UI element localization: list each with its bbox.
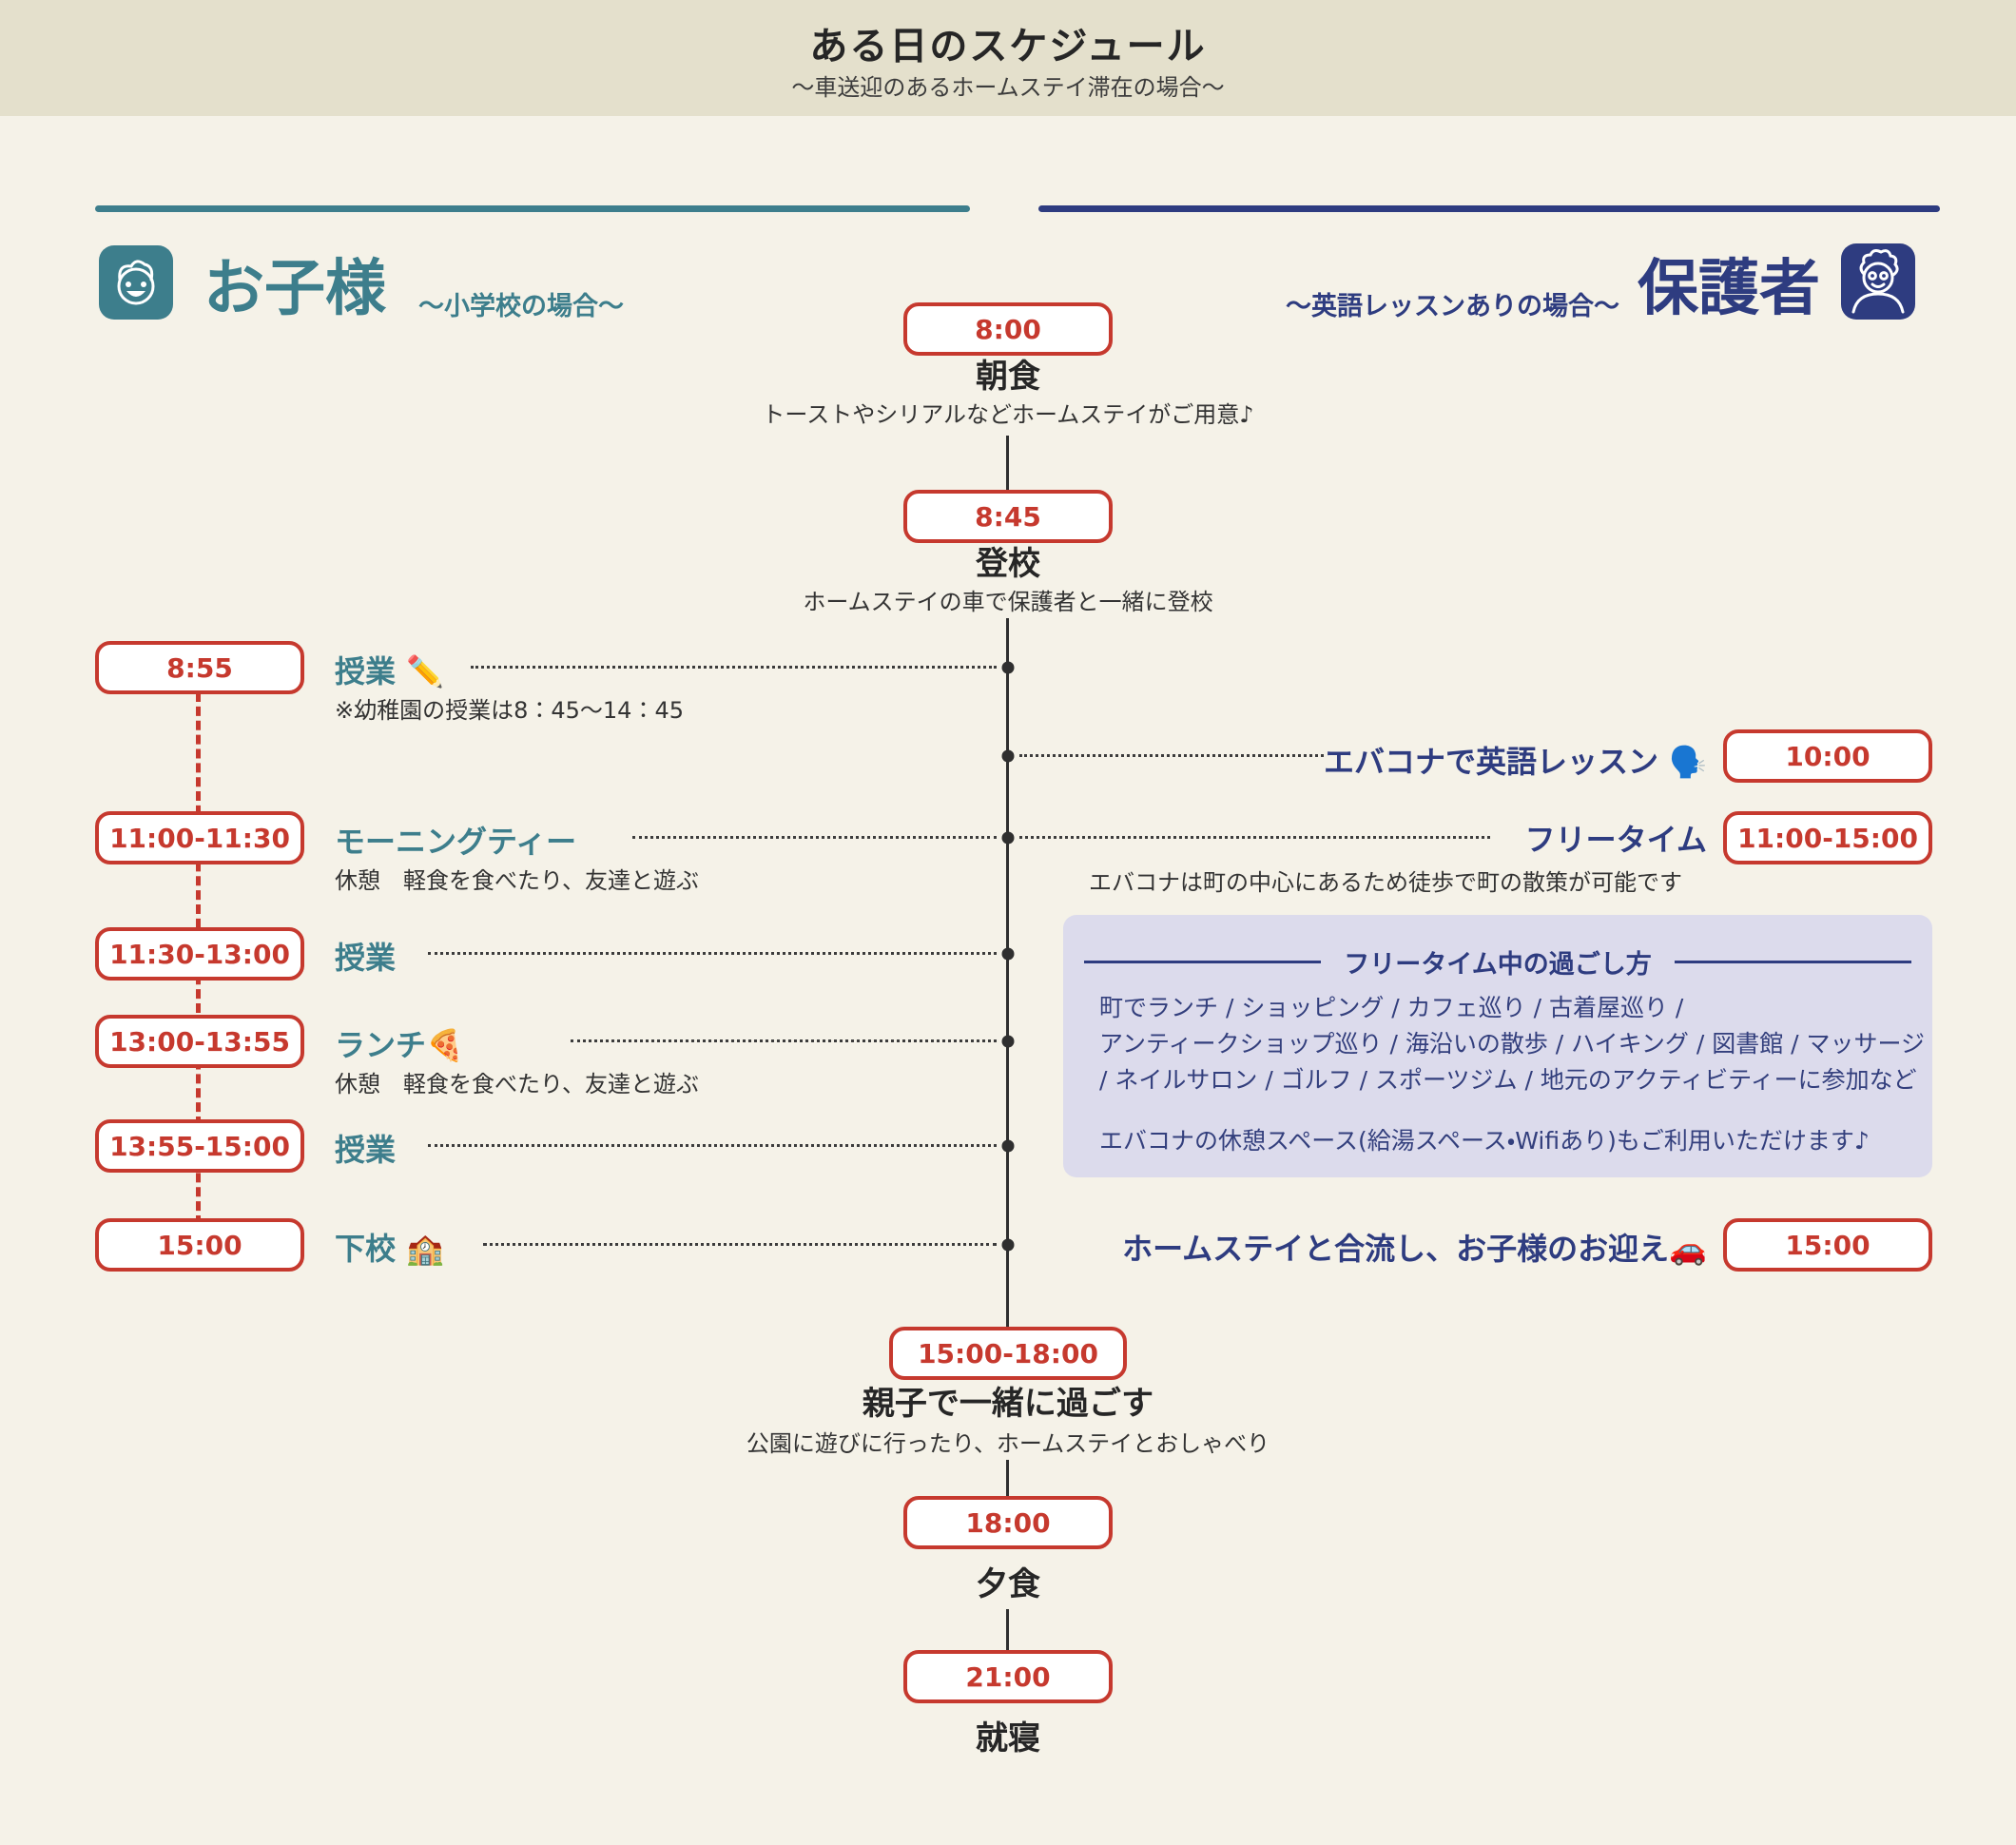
title-rule-right <box>1674 961 1911 963</box>
connector-dotted-leave-school <box>483 1243 997 1246</box>
time-badge-lunch: 13:00-13:55 <box>95 1015 304 1068</box>
time-badge-family-time: 15:00-18:00 <box>889 1327 1127 1380</box>
parent-section-title: 保護者 <box>1638 254 1820 324</box>
child-section-title: お子様 <box>204 254 386 324</box>
event-desc-breakfast: トーストやシリアルなどホームステイがご用意♪ <box>762 401 1254 428</box>
connector-dotted-free-time <box>1019 836 1490 839</box>
event-title-leave-school: 下校 🏫 <box>335 1231 444 1267</box>
connector-dotted-class-2 <box>428 952 997 955</box>
connector-dotted-class-1 <box>471 666 997 669</box>
free-time-line-4: エバコナの休憩スペース(給湯スペース・Wifiあり)もご利用いただけます♪ <box>1099 1127 1870 1155</box>
timeline-dot-2 <box>1001 749 1015 763</box>
speaking-head-icon: 🗣️ <box>1669 744 1707 780</box>
event-title-bedtime: 就寝 <box>976 1719 1040 1758</box>
time-badge-english-lesson: 10:00 <box>1723 729 1932 783</box>
connector-dotted-morning-tea <box>632 836 997 839</box>
timeline-dot-4 <box>1001 947 1015 961</box>
event-title-breakfast: 朝食 <box>976 358 1040 396</box>
pencil-icon: ✏️ <box>406 653 444 689</box>
timeline-dot-7 <box>1001 1238 1015 1252</box>
event-title-english-lesson: エバコナで英語レッスン 🗣️ <box>1324 744 1707 780</box>
free-time-line-2: アンティークショップ巡り / 海沿いの散歩 / ハイキング / 図書館 / マッ… <box>1099 1030 1926 1058</box>
event-note-free-time: エバコナは町の中心にあるため徒歩で町の散策が可能です <box>1089 869 1682 896</box>
timeline-dot-1 <box>1001 661 1015 674</box>
event-note-morning-tea: 休憩 軽食を食べたり、友達と遊ぶ <box>335 867 700 894</box>
event-title-class-2: 授業 <box>335 940 397 976</box>
time-badge-class-3: 13:55-15:00 <box>95 1119 304 1173</box>
child-section-subtitle: 〜小学校の場合〜 <box>418 292 624 321</box>
timeline-connector-3 <box>1006 1609 1009 1650</box>
time-badge-free-time: 11:00-15:00 <box>1723 811 1932 864</box>
time-badge-class-2: 11:30-13:00 <box>95 927 304 981</box>
title-rule-left <box>1084 961 1322 963</box>
free-time-line-1: 町でランチ / ショッピング / カフェ巡り / 古着屋巡り / <box>1099 994 1684 1021</box>
event-title-family-time: 親子で一緒に過ごす <box>862 1385 1154 1423</box>
timeline-connector <box>1006 436 1009 490</box>
car-icon: 🚗 <box>1669 1231 1707 1267</box>
event-title-class-1: 授業 ✏️ <box>335 653 444 689</box>
event-title-morning-tea: モーニングティー <box>335 824 577 860</box>
event-note-class-1: ※幼稚園の授業は8：45〜14：45 <box>335 697 684 724</box>
free-time-box-header: フリータイム中の過ごし方 <box>1084 943 1911 981</box>
time-badge-breakfast: 8:00 <box>903 302 1113 356</box>
time-badge-pickup: 15:00 <box>1723 1218 1932 1272</box>
free-time-box <box>1063 915 1932 1177</box>
child-face-icon <box>99 245 173 320</box>
connector-dotted-class-3 <box>428 1144 997 1147</box>
event-title-lunch: ランチ🍕 <box>335 1027 464 1063</box>
timeline-dot-6 <box>1001 1139 1015 1153</box>
free-time-box-title: フリータイム中の過ごし方 <box>1344 950 1652 980</box>
event-title-free-time: フリータイム <box>1524 822 1707 858</box>
parent-section-rule <box>1038 205 1940 212</box>
connector-dotted-lunch <box>571 1039 997 1042</box>
timeline-trunk <box>1006 618 1009 1327</box>
time-badge-bedtime: 21:00 <box>903 1650 1113 1703</box>
time-badge-class-1: 8:55 <box>95 641 304 694</box>
parent-face-icon <box>1841 243 1915 320</box>
event-title-class-3: 授業 <box>335 1132 397 1168</box>
event-title-school-arrival: 登校 <box>976 545 1040 583</box>
time-badge-dinner: 18:00 <box>903 1496 1113 1549</box>
timeline-dot-5 <box>1001 1035 1015 1048</box>
time-badge-school-arrival: 8:45 <box>903 490 1113 543</box>
pizza-icon: 🍕 <box>426 1027 464 1063</box>
connector-dotted-english-lesson <box>1019 754 1324 757</box>
child-section-rule <box>95 205 970 212</box>
page-subtitle: 〜車送迎のあるホームステイ滞在の場合〜 <box>791 74 1225 101</box>
event-note-lunch: 休憩 軽食を食べたり、友達と遊ぶ <box>335 1071 700 1097</box>
timeline-dot-3 <box>1001 831 1015 845</box>
event-title-pickup: ホームステイと合流し、お子様のお迎え🚗 <box>1122 1231 1707 1267</box>
time-badge-leave-school: 15:00 <box>95 1218 304 1272</box>
page-title: ある日のスケジュール <box>809 25 1207 68</box>
school-icon: 🏫 <box>406 1231 444 1267</box>
event-desc-family-time: 公園に遊びに行ったり、ホームステイとおしゃべり <box>746 1430 1270 1457</box>
header-band <box>0 0 2016 116</box>
event-desc-school-arrival: ホームステイの車で保護者と一緒に登校 <box>803 589 1213 615</box>
event-title-dinner: 夕食 <box>976 1565 1040 1603</box>
timeline-connector-2 <box>1006 1460 1009 1496</box>
time-badge-morning-tea: 11:00-11:30 <box>95 811 304 864</box>
parent-section-subtitle: 〜英語レッスンありの場合〜 <box>1286 292 1619 321</box>
free-time-line-3: / ネイルサロン / ゴルフ / スポーツジム / 地元のアクティビティーに参加… <box>1099 1066 1917 1094</box>
